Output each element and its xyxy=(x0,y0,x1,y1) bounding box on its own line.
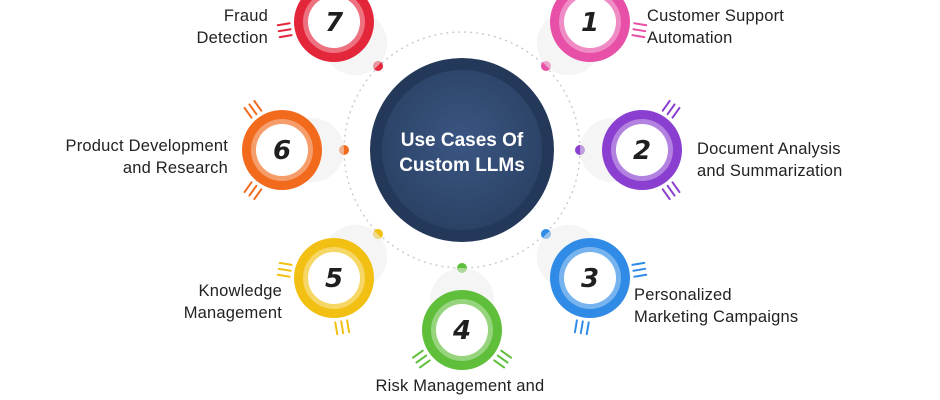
label-6-line2: and Research xyxy=(122,159,228,177)
motion-dashes-icon xyxy=(573,261,648,336)
label-2-line1: Document Analysis xyxy=(697,140,841,158)
badge-inner xyxy=(616,124,668,176)
badge-inner xyxy=(308,0,360,48)
label-risk-management: Risk Management and xyxy=(340,375,580,397)
label-4-line1: Risk Management and xyxy=(375,377,545,395)
center-title-line1: Use Cases Of xyxy=(401,130,524,151)
badge-inner xyxy=(256,124,308,176)
label-2-line2: and Summarization xyxy=(697,162,843,180)
center-title-line2: Custom LLMs xyxy=(399,155,525,176)
badge-2: 2 xyxy=(580,99,682,201)
label-3-line1: Personalized xyxy=(634,286,732,304)
label-personalized-marketing: Personalized Marketing Campaigns xyxy=(634,284,798,328)
badge-6: 6 xyxy=(242,99,344,201)
label-knowledge-management: Knowledge Management xyxy=(184,280,282,324)
badge-inner xyxy=(564,252,616,304)
label-document-analysis: Document Analysis and Summarization xyxy=(697,138,843,182)
badge-number: 6 xyxy=(273,136,291,166)
label-3-line2: Marketing Campaigns xyxy=(634,308,799,326)
badge-4: 4 xyxy=(411,268,513,370)
badge-number: 2 xyxy=(633,136,651,166)
motion-dashes-icon xyxy=(411,349,513,369)
label-5-line1: Knowledge xyxy=(198,282,282,300)
label-customer-support: Customer Support Automation xyxy=(647,5,784,49)
motion-dashes-icon xyxy=(631,22,648,39)
badge-5: 5 xyxy=(276,224,388,336)
badge-number: 1 xyxy=(581,8,599,38)
motion-dashes-icon xyxy=(243,99,263,201)
badge-number: 3 xyxy=(581,264,599,294)
label-1-line1: Customer Support xyxy=(647,7,785,25)
badge-inner xyxy=(308,252,360,304)
center-hub: Use Cases Of Custom LLMs xyxy=(370,58,554,242)
badge-1: 1 xyxy=(536,0,648,76)
label-7-line1: Fraud xyxy=(223,7,268,25)
badges: 1 2 3 4 5 6 7 xyxy=(242,0,682,370)
motion-dashes-icon xyxy=(276,22,293,39)
label-7-line2: Detection xyxy=(196,29,268,47)
badge-number: 5 xyxy=(325,264,343,294)
badge-number: 7 xyxy=(325,8,344,38)
label-6-line1: Product Development xyxy=(65,137,228,155)
center-inner-circle xyxy=(382,70,542,230)
badge-7: 7 xyxy=(276,0,388,76)
motion-dashes-icon xyxy=(661,99,681,201)
label-5-line2: Management xyxy=(183,304,282,322)
badge-inner xyxy=(436,304,488,356)
label-product-development: Product Development and Research xyxy=(66,135,228,179)
badge-3: 3 xyxy=(536,224,648,336)
label-fraud-detection: Fraud Detection xyxy=(196,5,268,49)
badge-number: 4 xyxy=(452,316,471,346)
label-1-line2: Automation xyxy=(647,29,733,47)
badge-inner xyxy=(564,0,616,48)
motion-dashes-icon xyxy=(276,261,351,336)
